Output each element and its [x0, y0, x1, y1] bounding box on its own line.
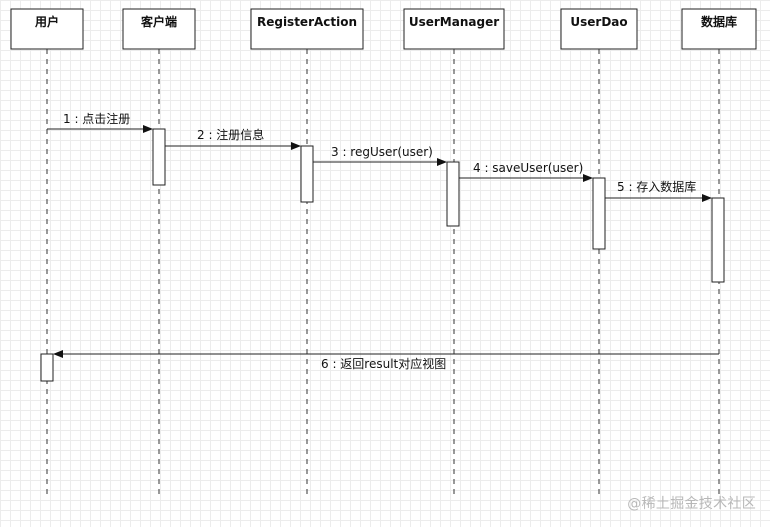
lifeline-user-manager[interactable]: UserManager	[403, 8, 505, 50]
lifeline-register-action-label: RegisterAction	[257, 15, 357, 29]
activation-user-dao	[592, 177, 606, 250]
lifeline-user-dao[interactable]: UserDao	[560, 8, 638, 50]
activation-user-return	[40, 353, 54, 382]
message-1-label: 1 : 点击注册	[63, 111, 130, 126]
lifeline-client-label: 客户端	[140, 14, 177, 29]
activation-register-action	[300, 145, 314, 203]
activation-database	[711, 197, 725, 283]
message-5-label: 5 : 存入数据库	[617, 179, 696, 194]
activation-user-manager	[446, 161, 460, 227]
message-4-label: 4 : saveUser(user)	[473, 161, 583, 175]
lifeline-client[interactable]: 客户端	[122, 8, 196, 50]
lifeline-register-action[interactable]: RegisterAction	[250, 8, 364, 50]
watermark: @稀土掘金技术社区	[627, 496, 756, 512]
message-3-label: 3 : regUser(user)	[331, 145, 433, 159]
message-2-label: 2 : 注册信息	[197, 127, 264, 142]
message-6-label: 6 : 返回result对应视图	[321, 356, 446, 371]
lifeline-database-label: 数据库	[701, 14, 737, 29]
lifeline-database[interactable]: 数据库	[681, 8, 757, 50]
lifeline-user-label: 用户	[34, 14, 59, 29]
lifeline-user-dao-label: UserDao	[570, 15, 627, 29]
lifeline-user[interactable]: 用户	[10, 8, 84, 50]
activation-client	[152, 128, 166, 186]
lifeline-user-manager-label: UserManager	[409, 15, 499, 29]
